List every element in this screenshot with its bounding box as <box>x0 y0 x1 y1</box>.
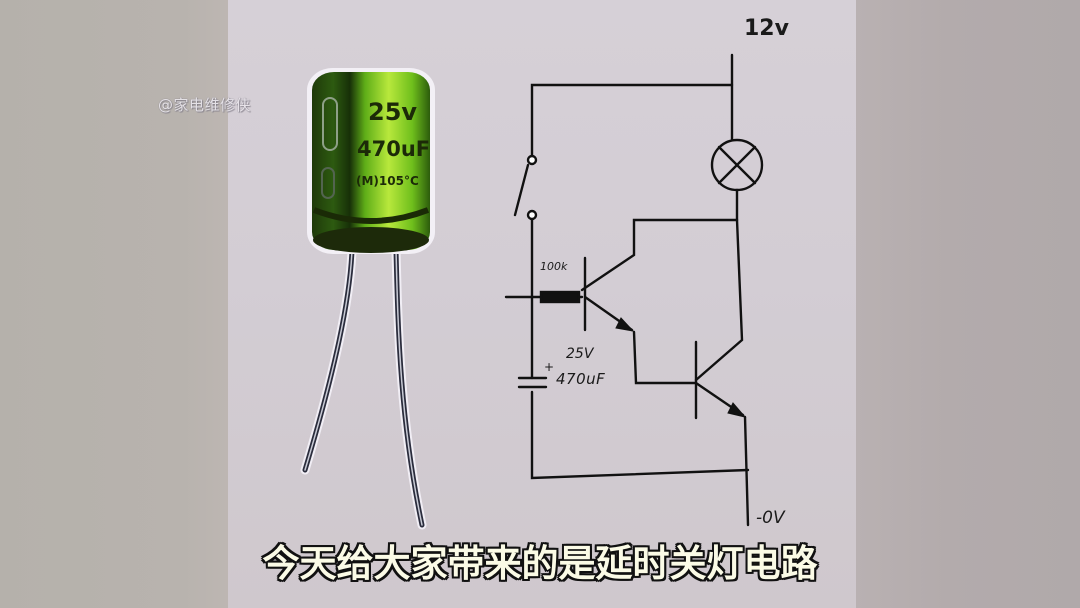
circuit-schematic <box>504 53 764 527</box>
supply-voltage-label: 12v <box>744 16 789 41</box>
top-wire <box>530 83 734 160</box>
ground-wire <box>743 415 750 527</box>
capacitor-voltage-print: 25v <box>368 98 418 126</box>
switch-lever <box>513 163 530 217</box>
resistor-100k <box>539 290 581 304</box>
switch-contact-bottom <box>526 209 538 221</box>
capacitor-voltage-label: 25V <box>566 346 594 362</box>
capacitor-value-label: 470uF <box>556 370 606 388</box>
q1-collector-wire <box>580 218 739 292</box>
capacitor-capacitance-print: 470uF <box>357 137 431 161</box>
bottom-wire <box>530 390 750 480</box>
watermark: @家电维修侠 <box>158 96 252 114</box>
q1-to-q2-wire <box>632 330 698 385</box>
q2-collector-wire <box>694 218 744 382</box>
capacitor-polarity-label: + <box>544 360 555 374</box>
resistor-label: 100k <box>540 260 568 273</box>
video-subtitle: 今天给大家带来的是延时关灯电路 <box>262 542 818 585</box>
ground-label: -0V <box>756 508 785 528</box>
background-right <box>856 0 1080 608</box>
background-left <box>0 0 228 608</box>
switch-contact-top <box>526 154 538 166</box>
capacitor-photo <box>300 68 435 530</box>
capacitor-temp-print: (M)105°C <box>356 174 419 188</box>
